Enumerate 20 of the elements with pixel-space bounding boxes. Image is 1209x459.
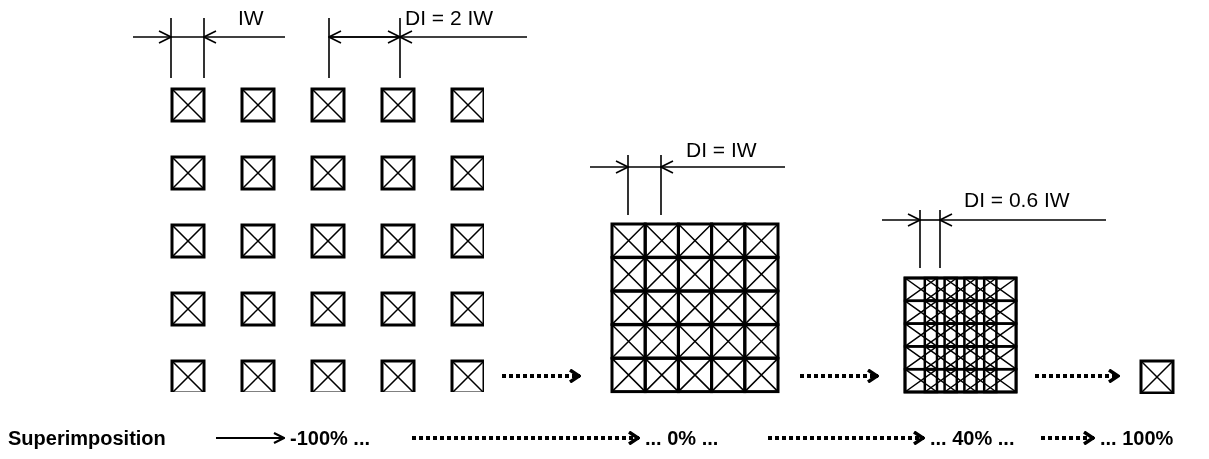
cell-grid-drawing — [610, 222, 780, 394]
arrow — [800, 368, 879, 384]
percentage-label: -100% ... — [290, 426, 408, 450]
dimension-label: DI = 0.6 IW — [964, 188, 1070, 212]
cell-grid-drawing — [170, 87, 484, 392]
percentage-label: ... 100% — [1100, 426, 1205, 450]
cell-grid-drawing — [903, 276, 1018, 394]
arrow — [215, 431, 286, 445]
crossed-box — [1139, 359, 1175, 394]
arrow — [1035, 368, 1120, 384]
dimension-label: DI = IW — [686, 138, 757, 162]
percentage-label: ... 0% ... — [645, 426, 760, 450]
arrow — [412, 430, 640, 446]
dimension-label: DI = 2 IW — [405, 6, 494, 30]
arrow — [1041, 430, 1095, 446]
dimension-label: IW — [238, 6, 264, 30]
arrow — [502, 368, 581, 384]
percentage-label: ... 40% ... — [930, 426, 1035, 450]
axis-title: Superimposition — [8, 426, 208, 450]
arrow — [768, 430, 925, 446]
